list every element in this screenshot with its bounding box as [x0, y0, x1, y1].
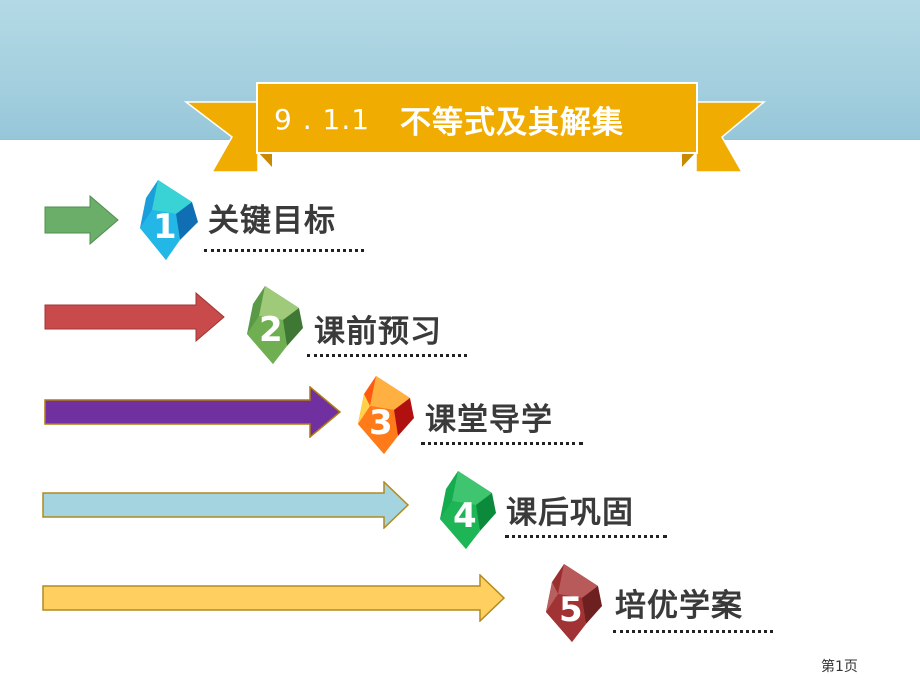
section-label[interactable]: 课堂导学 [425, 402, 553, 438]
section-row-1[interactable]: 1 关键目标 [0, 175, 920, 265]
dotted-underline [204, 245, 364, 252]
section-number: 3 [369, 403, 393, 443]
section-label[interactable]: 课前预习 [314, 314, 442, 350]
blue-cube-number-icon [140, 180, 198, 260]
orange-cube-number-icon [358, 376, 414, 454]
title-ribbon [183, 82, 767, 173]
section-number: 1 [153, 207, 177, 247]
section-number: 5 [559, 590, 583, 630]
title-text: 不等式及其解集 [400, 104, 625, 141]
dotted-underline [307, 350, 467, 357]
section-number: 2 [259, 310, 283, 350]
green-cube-number-icon [247, 286, 303, 364]
red-arrow-icon [44, 292, 225, 342]
section-label[interactable]: 培优学案 [615, 588, 743, 624]
section-row-2[interactable]: 2 课前预习 [0, 280, 920, 370]
dotted-underline [421, 438, 583, 445]
title-number: 9 . 1.1 [274, 102, 371, 136]
slide-title: 9 . 1.1 不等式及其解集 [258, 86, 696, 152]
maroon-cube-number-icon [546, 564, 602, 642]
dotted-underline [505, 531, 667, 538]
section-label[interactable]: 课后巩固 [506, 495, 634, 531]
light-blue-arrow-icon [42, 481, 410, 529]
green-arrow-icon [44, 195, 119, 245]
section-row-4[interactable]: 4 课后巩固 [0, 465, 920, 555]
dotted-underline [613, 626, 773, 633]
section-row-5[interactable]: 5 培优学案 [0, 560, 920, 650]
section-number: 4 [453, 496, 477, 536]
yellow-arrow-icon [42, 574, 506, 622]
purple-arrow-icon [44, 386, 342, 438]
section-row-3[interactable]: 3 课堂导学 [0, 370, 920, 460]
section-label[interactable]: 关键目标 [208, 203, 336, 239]
emerald-cube-number-icon [440, 471, 496, 549]
page-number: 第1页 [821, 659, 858, 675]
